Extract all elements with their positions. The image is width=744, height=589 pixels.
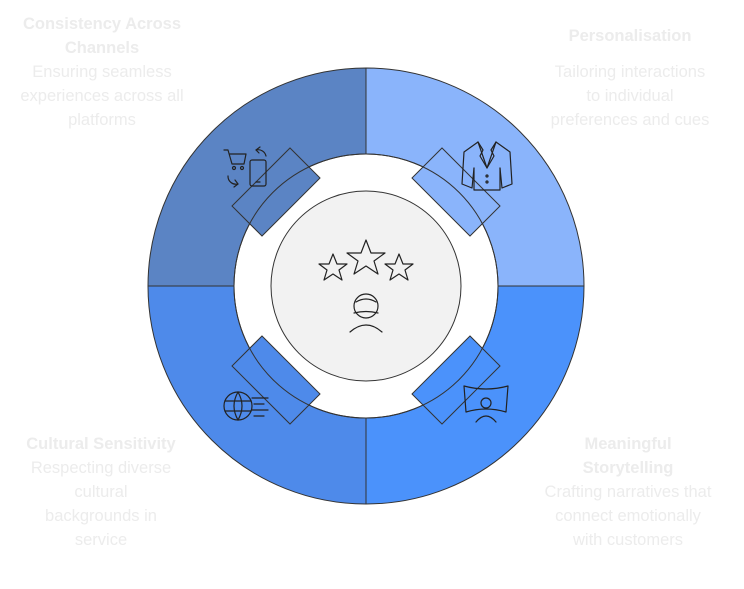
label-consistency: Consistency Across Channels Ensuring sea… (12, 12, 192, 132)
label-cultural: Cultural Sensitivity Respecting diverse … (26, 432, 176, 552)
globe-scroll-icon (223, 391, 269, 421)
segment-title: Meaningful Storytelling (582, 435, 674, 477)
segment-description: Crafting narratives that connect emotion… (544, 483, 712, 549)
suit-jacket-icon (461, 141, 513, 191)
segment-description: Respecting diverse cultural backgrounds … (30, 459, 172, 549)
center-circle (270, 190, 462, 382)
segment-title: Consistency Across Channels (22, 15, 182, 57)
cart-phone-cycle-icon (223, 146, 267, 188)
label-personalisation: Personalisation Tailoring interactions t… (548, 24, 712, 132)
segment-description: Ensuring seamless experiences across all… (20, 63, 184, 129)
label-storytelling: Meaningful Storytelling Crafting narrati… (540, 432, 716, 552)
stars-and-face-icon (318, 239, 414, 333)
segment-title: Personalisation (568, 27, 692, 45)
segment-description: Tailoring interactions to individual pre… (550, 63, 710, 129)
segment-title: Cultural Sensitivity (26, 435, 176, 453)
storyteller-screen-icon (463, 385, 509, 423)
